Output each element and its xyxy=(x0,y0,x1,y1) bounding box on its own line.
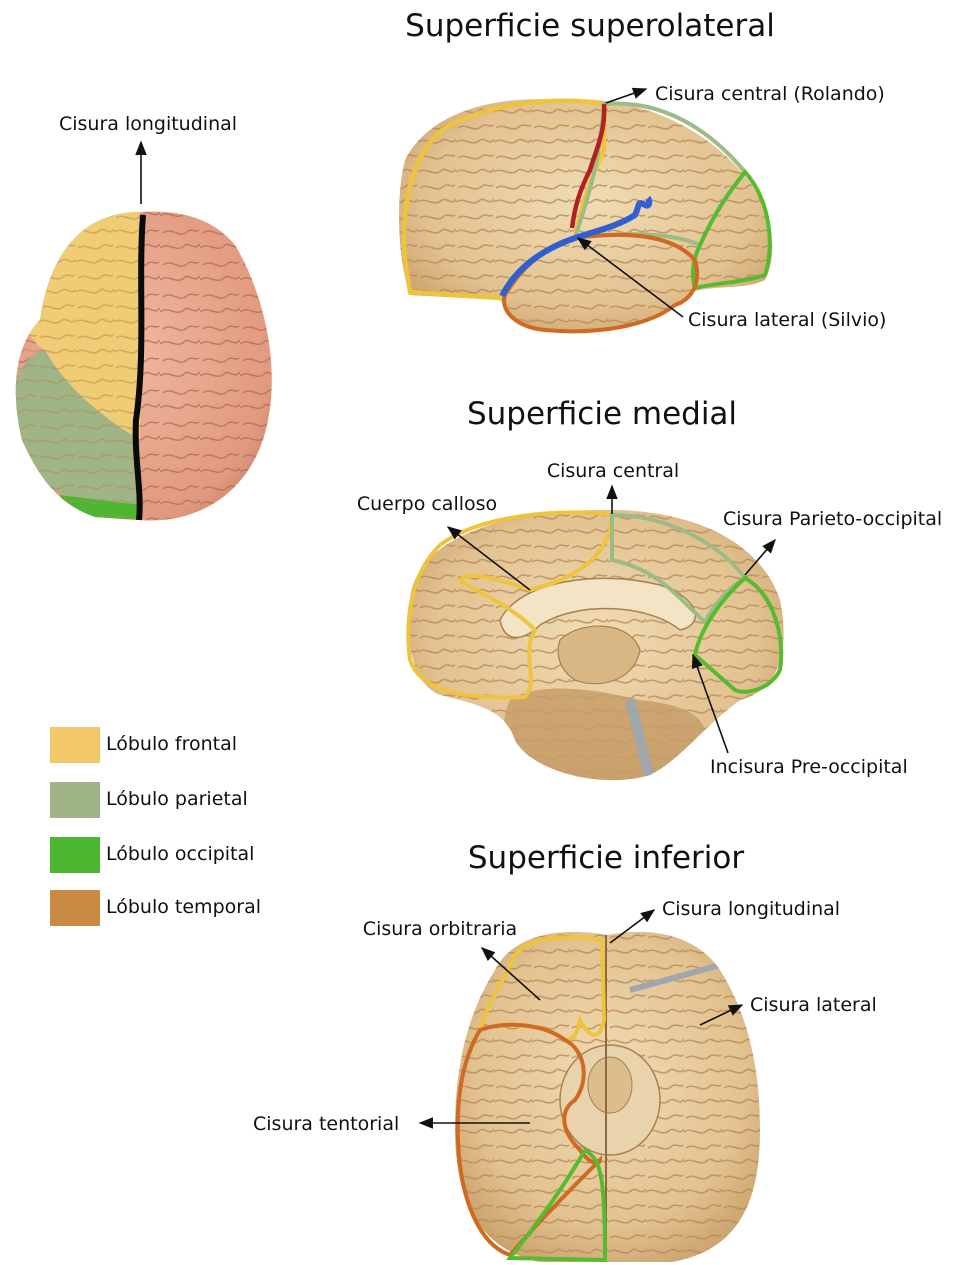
legend-item-occipital: Lóbulo occipital xyxy=(50,837,350,873)
legend-swatch-temporal xyxy=(50,890,100,926)
legend-label-temporal: Lóbulo temporal xyxy=(106,896,261,918)
legend-swatch-occipital xyxy=(50,837,100,873)
brain-lateral-view xyxy=(395,90,785,340)
legend-label-parietal: Lóbulo parietal xyxy=(106,788,248,810)
legend-item-parietal: Lóbulo parietal xyxy=(50,782,350,818)
label-cuerpo-calloso: Cuerpo calloso xyxy=(357,493,497,515)
label-cisura-orbitraria: Cisura orbitraria xyxy=(363,918,517,940)
legend-label-frontal: Lóbulo frontal xyxy=(106,733,237,755)
label-cisura-longitudinal-top: Cisura longitudinal xyxy=(59,113,237,135)
legend-swatch-frontal xyxy=(50,727,100,763)
title-superolateral: Superficie superolateral xyxy=(405,8,775,44)
brain-top-view xyxy=(0,200,280,530)
legend-item-temporal: Lóbulo temporal xyxy=(50,890,350,926)
title-inferior: Superficie inferior xyxy=(468,840,745,876)
label-cisura-central: Cisura central xyxy=(547,460,679,482)
title-medial: Superficie medial xyxy=(467,396,737,432)
label-cisura-longitudinal-inferior: Cisura longitudinal xyxy=(662,898,840,920)
legend-swatch-parietal xyxy=(50,782,100,818)
legend-item-frontal: Lóbulo frontal xyxy=(50,727,350,763)
label-incisura-pre-occipital: Incisura Pre-occipital xyxy=(710,756,908,778)
label-cisura-lateral-silvio: Cisura lateral (Silvio) xyxy=(688,309,886,331)
label-cisura-lateral: Cisura lateral xyxy=(750,994,877,1016)
label-cisura-central-rolando: Cisura central (Rolando) xyxy=(655,83,885,105)
label-cisura-parieto-occipital: Cisura Parieto-occipital xyxy=(723,508,942,530)
label-cisura-tentorial: Cisura tentorial xyxy=(253,1113,399,1135)
brain-medial-view xyxy=(400,505,790,795)
legend-label-occipital: Lóbulo occipital xyxy=(106,843,254,865)
arrow-central-rolando xyxy=(606,89,646,103)
brain-inferior-view xyxy=(450,925,770,1265)
